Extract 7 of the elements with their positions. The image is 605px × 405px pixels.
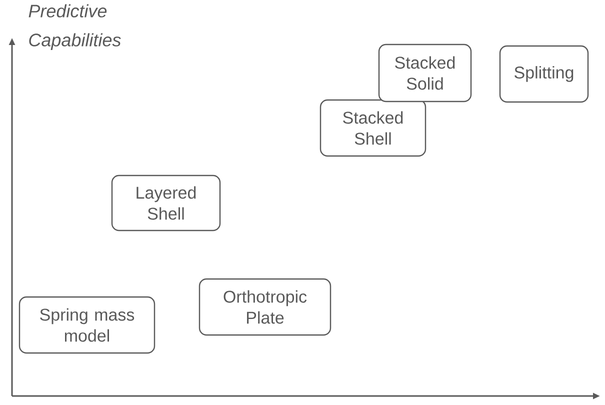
model-box: Layered Shell bbox=[111, 174, 221, 232]
model-box: Orthotropic Plate bbox=[198, 278, 332, 336]
axis-title: Predictive Capabilities bbox=[28, 4, 121, 50]
model-box: Spring mass model bbox=[18, 296, 156, 354]
model-box: Stacked Solid bbox=[378, 44, 472, 102]
model-box: Stacked Shell bbox=[320, 99, 426, 157]
model-box: Splitting bbox=[499, 45, 589, 103]
